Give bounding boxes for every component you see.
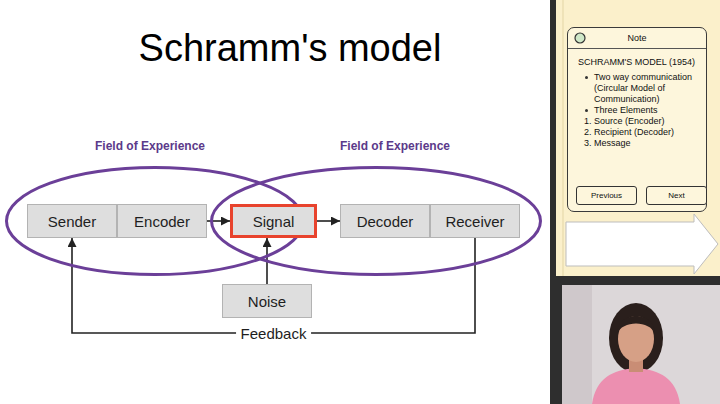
field-label: Field of Experience bbox=[340, 139, 450, 153]
note-line: 3. Message bbox=[578, 138, 698, 149]
presenter-fringe bbox=[617, 316, 655, 334]
nav-button: Next bbox=[646, 186, 707, 205]
connector-label: Feedback bbox=[236, 325, 312, 342]
box-label: Signal bbox=[253, 213, 295, 230]
next-arrow-shape bbox=[566, 214, 718, 274]
note-panel-ground bbox=[556, 0, 720, 276]
webcam-ground bbox=[562, 285, 720, 404]
presenter-shirt bbox=[592, 368, 680, 404]
nav-button: Previous bbox=[576, 186, 637, 205]
process-box: Sender bbox=[27, 204, 117, 238]
panel-rule bbox=[563, 0, 564, 276]
box-label: Encoder bbox=[134, 213, 190, 230]
note-window: NoteSCHRAMM'S MODEL (1954) Two way commun… bbox=[567, 27, 707, 212]
side-panel-frame bbox=[550, 0, 720, 404]
note-line: SCHRAMM'S MODEL (1954) bbox=[578, 57, 698, 68]
webcam-wall bbox=[562, 285, 592, 404]
process-box: Receiver bbox=[430, 204, 520, 238]
box-label: Decoder bbox=[357, 213, 414, 230]
note-line: 1. Source (Encoder) bbox=[578, 116, 698, 127]
note-body: SCHRAMM'S MODEL (1954) Two way communicat… bbox=[568, 49, 706, 149]
box-label: Noise bbox=[248, 293, 286, 310]
note-line: Three Elements bbox=[578, 105, 698, 116]
button-label: Previous bbox=[591, 191, 622, 200]
slide-title: Schramm's model bbox=[139, 28, 442, 70]
process-box: Decoder bbox=[340, 204, 430, 238]
field-of-experience: Field of ExperienceDecoderReceiver bbox=[210, 166, 542, 276]
note-line: Two way communication (Circular Model of… bbox=[578, 72, 698, 105]
process-box: Encoder bbox=[117, 204, 207, 238]
box-label: Sender bbox=[48, 213, 96, 230]
window-caption: Note bbox=[627, 33, 646, 43]
note-header: Note bbox=[568, 28, 706, 49]
field-ellipse bbox=[212, 168, 541, 275]
noise-box: Noise bbox=[222, 284, 312, 318]
presenter-hair bbox=[609, 303, 663, 373]
signal-box: Signal bbox=[230, 204, 317, 238]
box-label: Receiver bbox=[445, 213, 504, 230]
note-line: 2. Recipient (Decoder) bbox=[578, 127, 698, 138]
field-label: Field of Experience bbox=[95, 139, 205, 153]
button-label: Next bbox=[668, 191, 684, 200]
connector-arrow bbox=[317, 220, 340, 222]
